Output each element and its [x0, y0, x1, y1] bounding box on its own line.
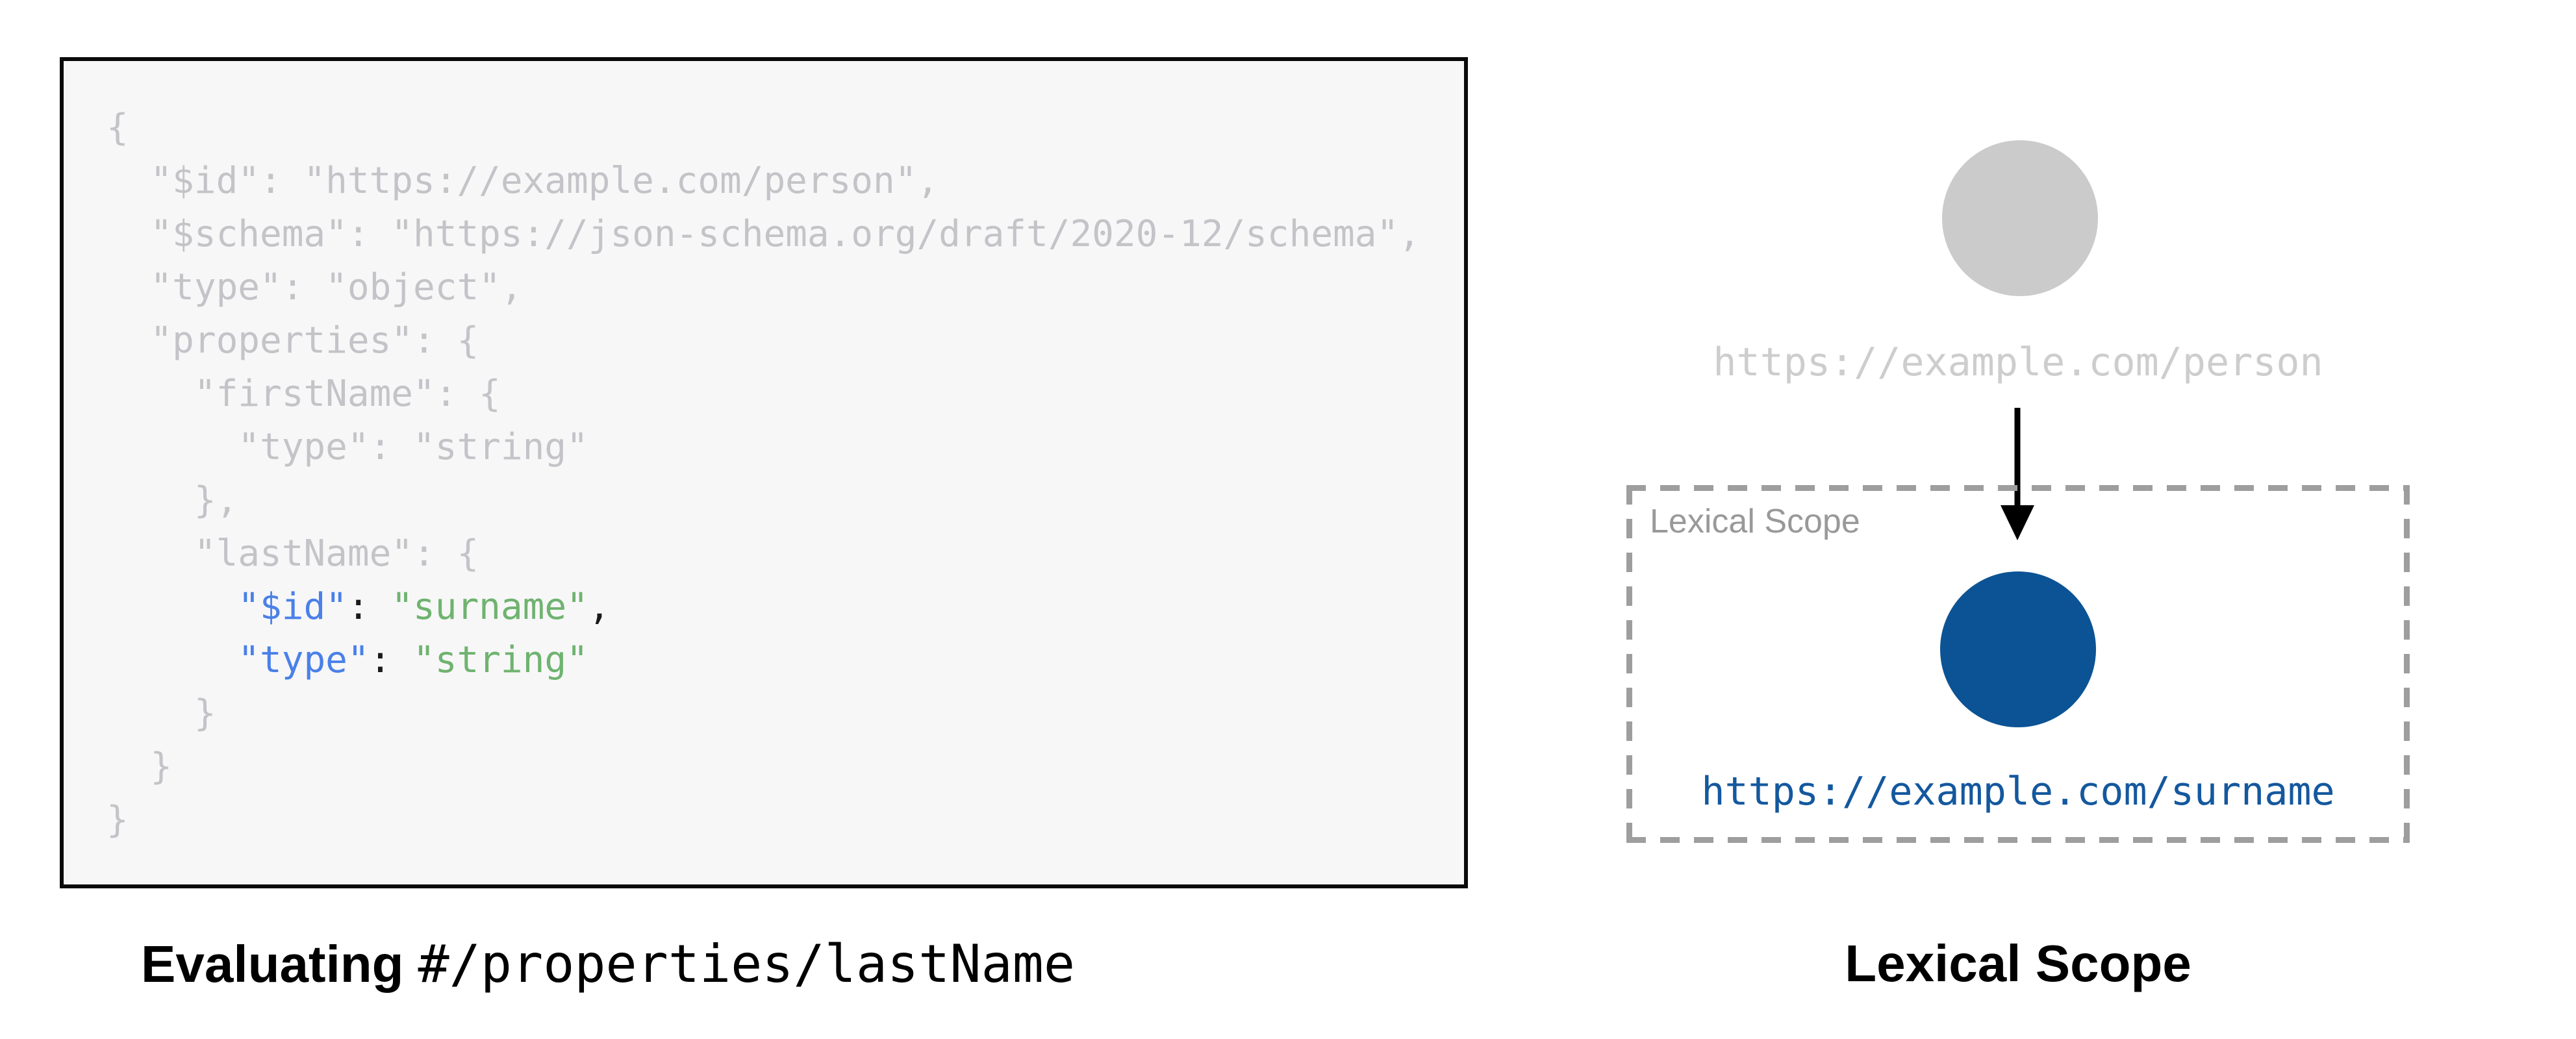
surname-schema-node	[1940, 571, 2096, 727]
code-line: }	[107, 799, 129, 841]
lexical-scope-box-label: Lexical Scope	[1650, 503, 1860, 540]
json-schema-panel: { "$id": "https://example.com/person", "…	[60, 57, 1468, 888]
person-schema-uri-label: https://example.com/person	[1713, 340, 2323, 385]
code-line: "firstName": {	[107, 373, 501, 415]
code-line: "$id": "surname",	[238, 586, 611, 628]
code-line: },	[107, 479, 238, 521]
code-line: "properties": {	[107, 319, 479, 362]
surname-schema-uri-label: https://example.com/surname	[1701, 769, 2335, 814]
code-line: {	[107, 106, 129, 149]
json-schema-code: { "$id": "https://example.com/person", "…	[64, 61, 1464, 847]
lexical-scope-box: Lexical Scope https://example.com/surnam…	[1626, 485, 2410, 843]
left-caption: Evaluating#/properties/lastName	[141, 934, 1075, 994]
right-caption: Lexical Scope	[1845, 934, 2191, 992]
code-line: "type": "string"	[238, 639, 588, 681]
code-line: "type": "string"	[107, 426, 588, 468]
code-line: "type": "object",	[107, 266, 523, 308]
code-line: "$schema": "https://json-schema.org/draf…	[107, 213, 1421, 255]
code-line: }	[107, 745, 173, 788]
code-line: "$id": "https://example.com/person",	[107, 160, 939, 202]
left-caption-pointer: #/properties/lastName	[418, 934, 1075, 994]
person-schema-node	[1942, 140, 2098, 296]
left-caption-evaluating: Evaluating	[141, 935, 404, 993]
code-line: "lastName": {	[107, 532, 479, 575]
code-line: }	[107, 692, 216, 734]
